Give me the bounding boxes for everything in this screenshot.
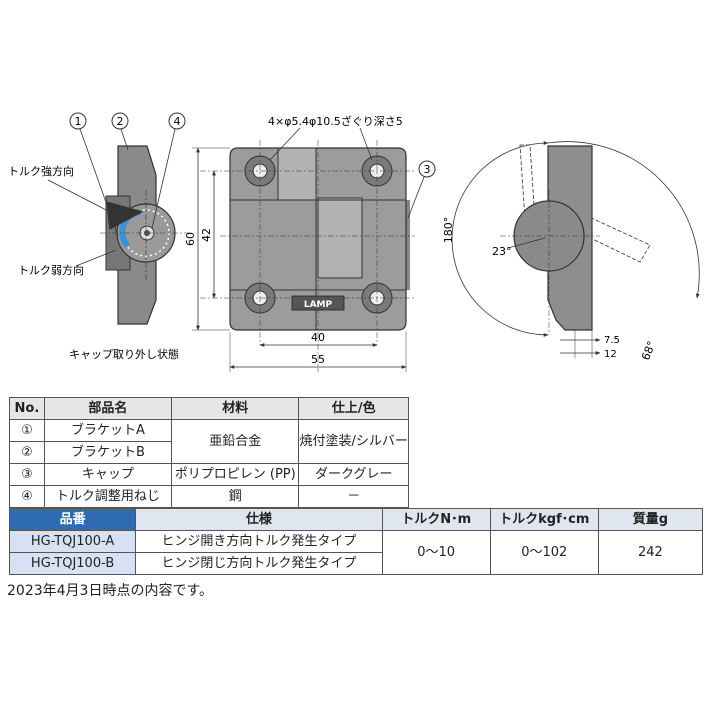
col-part-name: 部品名 xyxy=(43,397,173,420)
part-material: ポリプロピレン (PP) xyxy=(171,463,300,486)
col-finish: 仕上/色 xyxy=(298,397,409,420)
svg-text:4: 4 xyxy=(174,115,181,128)
svg-text:LAMP: LAMP xyxy=(304,300,333,310)
part-finish: 焼付塗装/シルバー xyxy=(298,419,409,464)
col-model: 品番 xyxy=(8,508,137,531)
model-number: HG-TQJ100-B xyxy=(8,552,137,575)
front-view: LAMP 4×φ5.4φ10.5ざぐり深さ5 60 42 40 55 3 xyxy=(184,114,436,372)
part-name: キャップ xyxy=(43,463,173,486)
col-spec: 仕様 xyxy=(135,508,383,531)
svg-text:3: 3 xyxy=(424,163,431,176)
part-material: 亜鉛合金 xyxy=(171,419,300,464)
col-torque-nm: トルクN･m xyxy=(381,508,491,531)
table-row: HG-TQJ100-B ヒンジ閉じ方向トルク発生タイプ xyxy=(8,552,703,575)
hinge-drawing: 1 2 4 トルク強方向 トルク弱方向 キャップ取り外し状態 xyxy=(8,112,700,372)
part-material: 鋼 xyxy=(171,485,300,508)
spec-text: ヒンジ開き方向トルク発生タイプ xyxy=(135,530,383,553)
svg-text:2: 2 xyxy=(117,115,124,128)
spec-header-row: 品番 仕様 トルクN･m トルクkgf･cm 質量g xyxy=(8,508,704,531)
col-mass: 質量g xyxy=(597,508,704,531)
svg-text:1: 1 xyxy=(75,115,82,128)
part-name: ブラケットB xyxy=(43,441,173,464)
table-row: ③ キャップ ポリプロピレン (PP) ダークグレー xyxy=(9,463,409,486)
part-no: ① xyxy=(9,419,45,442)
angle-23: 23° xyxy=(492,245,512,258)
table-row: ② ブラケットB xyxy=(9,441,409,464)
part-no: ④ xyxy=(9,485,45,508)
parts-header-row: No. 部品名 材料 仕上/色 xyxy=(9,397,409,420)
col-no: No. xyxy=(9,397,45,420)
cap-removed-label: キャップ取り外し状態 xyxy=(69,347,179,361)
side-view: 1 2 4 トルク強方向 トルク弱方向 キャップ取り外し状態 xyxy=(8,112,190,361)
callout-4 xyxy=(168,112,186,130)
dim-12: 12 xyxy=(604,349,617,360)
part-name: トルク調整用ねじ xyxy=(43,485,173,508)
angle-180: 180° xyxy=(442,217,455,244)
date-note: 2023年4月3日時点の内容です。 xyxy=(7,583,214,599)
dim-60: 60 xyxy=(184,232,197,246)
model-number: HG-TQJ100-A xyxy=(8,530,137,553)
dim-42: 42 xyxy=(200,228,213,242)
table-row: ① ブラケットA 亜鉛合金 焼付塗装/シルバー xyxy=(9,419,409,464)
mass-value: 242 xyxy=(597,530,704,575)
torque-nm-value: 0～10 xyxy=(381,530,491,575)
col-torque-kgf: トルクkgf･cm xyxy=(489,508,599,531)
torque-kgf-value: 0～102 xyxy=(489,530,599,575)
rotation-view: 180° 68° 23° 7.5 12 xyxy=(442,141,700,362)
col-material: 材料 xyxy=(171,397,300,420)
torque-weak-label: トルク弱方向 xyxy=(18,263,84,277)
dim-7-5: 7.5 xyxy=(604,335,620,346)
dim-40: 40 xyxy=(311,331,325,344)
brand-plate xyxy=(291,295,345,311)
part-no: ② xyxy=(9,441,45,464)
dim-55: 55 xyxy=(311,353,325,366)
spec-text: ヒンジ閉じ方向トルク発生タイプ xyxy=(135,552,383,575)
callout-2 xyxy=(111,112,129,130)
angle-68: 68° xyxy=(639,339,658,362)
part-no: ③ xyxy=(9,463,45,486)
part-finish: ダークグレー xyxy=(298,463,409,486)
table-row: HG-TQJ100-A ヒンジ開き方向トルク発生タイプ 0～10 0～102 2… xyxy=(8,530,704,575)
table-row: ④ トルク調整用ねじ 鋼 － xyxy=(9,485,409,508)
part-name: ブラケットA xyxy=(43,419,173,442)
part-finish: － xyxy=(298,485,409,508)
callout-1 xyxy=(69,112,87,130)
hole-note: 4×φ5.4φ10.5ざぐり深さ5 xyxy=(268,114,403,128)
parts-table: No. 部品名 材料 仕上/色 ① ブラケットA 亜鉛合金 焼付塗装/シルバー … xyxy=(9,397,409,508)
spec-table: 品番 仕様 トルクN･m トルクkgf･cm 質量g HG-TQJ100-A ヒ… xyxy=(8,508,704,575)
torque-strong-label: トルク強方向 xyxy=(8,164,74,178)
callout-3 xyxy=(418,160,436,178)
